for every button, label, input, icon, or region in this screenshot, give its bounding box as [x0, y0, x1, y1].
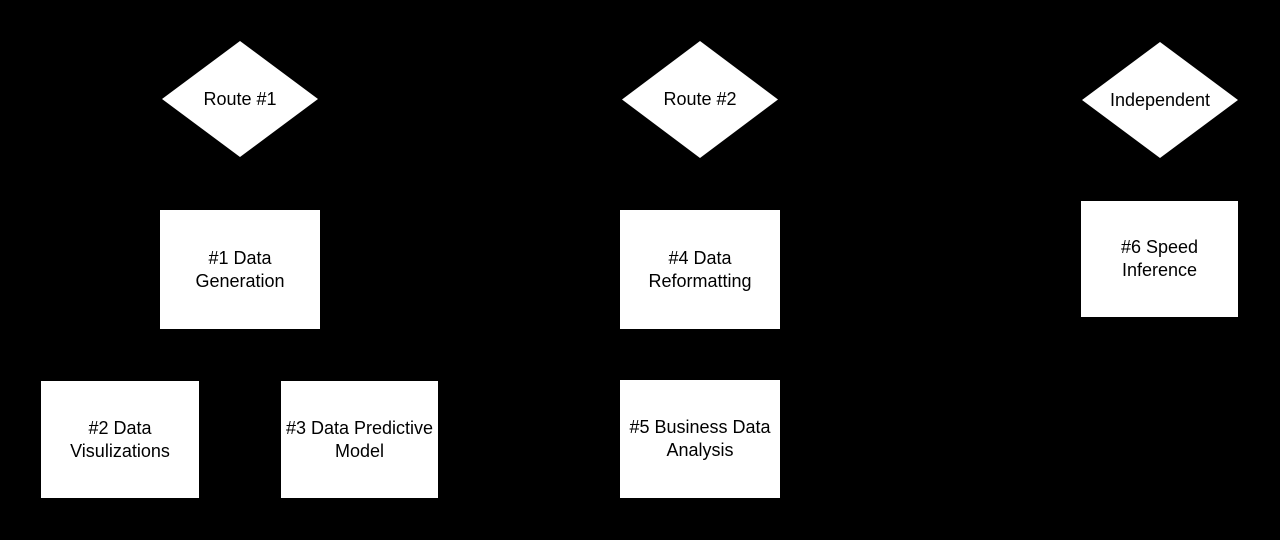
process-box-label-line: Visulizations — [70, 440, 170, 461]
process-box-label-line: Model — [334, 440, 385, 461]
process-box-label-line: #1 Data — [208, 247, 272, 268]
process-box-label-line: Analysis — [666, 440, 734, 460]
process-box-data-generation: #1 Data Generation — [160, 210, 320, 329]
process-box-label-line: #3 Data Predictive — [285, 417, 434, 438]
decision-route-2-label: Route #2 — [663, 89, 737, 109]
process-box-label-line: Reformatting — [648, 270, 752, 291]
process-box-label-line: #2 Data — [88, 417, 152, 438]
decision-independent: Independent — [1082, 42, 1238, 158]
decision-route-2: Route #2 — [622, 41, 778, 158]
decision-route-1: Route #1 — [162, 41, 318, 157]
decision-route-1-label: Route #1 — [203, 88, 277, 109]
process-box-label-line: Generation — [195, 270, 285, 291]
process-box-data-visulizations: #2 Data Visulizations — [41, 381, 199, 498]
process-box-data-predictive-model: #3 Data Predictive Model — [281, 381, 438, 498]
process-box-label-line: Inference — [1121, 260, 1198, 280]
process-box-label-line: #4 Data — [668, 247, 732, 268]
decision-independent-label: Independent — [1109, 89, 1211, 110]
process-box-speed-inference: #6 Speed Inference — [1081, 201, 1238, 317]
process-box-data-reformatting: #4 Data Reformatting — [620, 210, 780, 329]
process-box-business-data-analysis: #5 Business Data Analysis — [620, 380, 780, 498]
process-box-label-line: #5 Business Data — [629, 417, 771, 437]
process-box-label-line: #6 Speed — [1120, 237, 1199, 257]
